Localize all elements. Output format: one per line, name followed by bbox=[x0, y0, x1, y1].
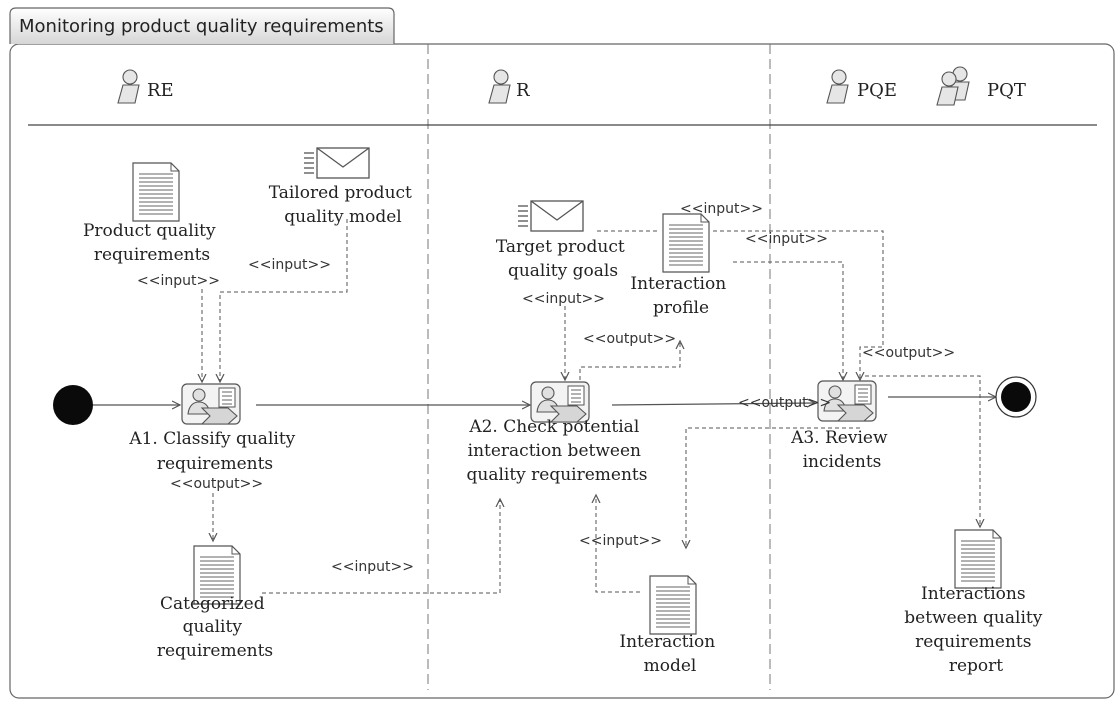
activity-a2-label: A2. Check potential interaction between … bbox=[466, 417, 647, 485]
process-title: Monitoring product quality requirements bbox=[19, 16, 384, 37]
stereotype-output: <<output>> bbox=[583, 331, 676, 347]
artifact-interaction-model: Interaction model bbox=[619, 632, 720, 676]
stereotype-output: <<output>> bbox=[170, 476, 263, 492]
artifact-categorized: Categorized quality requirements bbox=[157, 594, 273, 661]
artifact-product-quality-requirements: Product quality requirements bbox=[83, 221, 221, 265]
artifact-report: Interactions between quality requirement… bbox=[904, 584, 1047, 676]
title-tab bbox=[9, 7, 395, 44]
person-icon bbox=[117, 69, 140, 104]
document-icon bbox=[662, 213, 710, 273]
artifact-target-goals: Target product quality goals bbox=[496, 237, 630, 281]
stereotype-input: <<input>> bbox=[331, 559, 414, 575]
activity-a1-label: A1. Classify quality requirements bbox=[128, 429, 300, 474]
lane-role-re: RE bbox=[147, 80, 174, 101]
lane-role-pqt: PQT bbox=[987, 80, 1026, 101]
document-icon bbox=[649, 575, 697, 635]
document-icon bbox=[954, 529, 1002, 589]
document-icon bbox=[132, 162, 180, 222]
artifact-tailored-model: Tailored product quality model bbox=[269, 183, 418, 227]
artifact-interaction-profile: Interaction profile bbox=[630, 274, 731, 318]
lane-role-pqe: PQE bbox=[857, 80, 897, 101]
process-frame bbox=[9, 43, 1115, 699]
object-flows bbox=[202, 219, 980, 594]
stereotype-output: <<output>> bbox=[862, 345, 955, 361]
message-icon bbox=[303, 147, 370, 179]
activity-a1-icon bbox=[181, 383, 241, 425]
stereotype-input: <<input>> bbox=[522, 291, 605, 307]
activity-a2-icon bbox=[530, 381, 590, 423]
message-icon bbox=[517, 200, 584, 232]
stereotype-output: <<output>> bbox=[738, 395, 831, 411]
final-node bbox=[995, 376, 1037, 418]
stereotype-input: <<input>> bbox=[745, 231, 828, 247]
stereotype-input: <<input>> bbox=[248, 257, 331, 273]
person-icon bbox=[826, 69, 849, 104]
team-icon bbox=[936, 66, 970, 106]
stereotype-input: <<input>> bbox=[137, 273, 220, 289]
activity-a3-label: A3. Review incidents bbox=[790, 428, 893, 472]
initial-node bbox=[53, 385, 93, 425]
stereotype-input: <<input>> bbox=[579, 533, 662, 549]
lane-role-r: R bbox=[516, 80, 530, 101]
stereotype-input: <<input>> bbox=[680, 201, 763, 217]
control-flow bbox=[93, 397, 996, 405]
person-icon bbox=[488, 69, 511, 104]
